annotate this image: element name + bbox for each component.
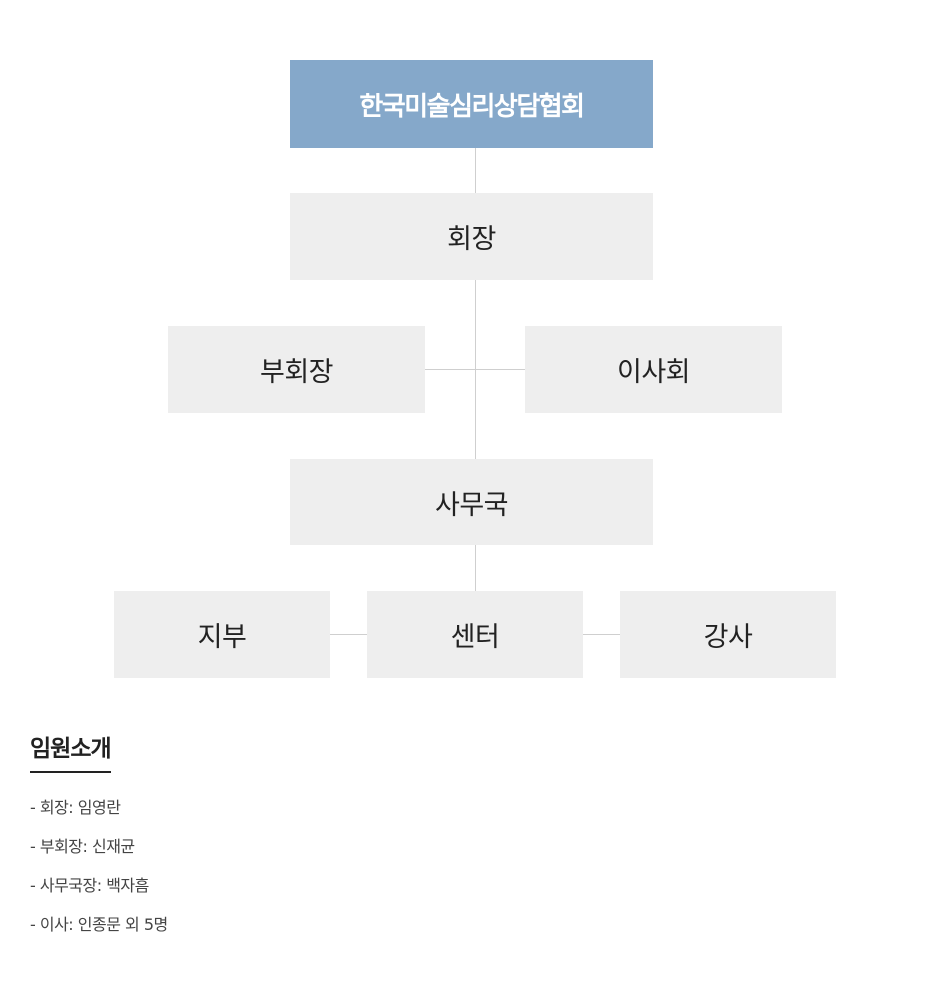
org-board-box: 이사회	[525, 326, 782, 413]
org-president-box: 회장	[290, 193, 653, 280]
connector-center-instructor	[583, 634, 620, 635]
org-root-box: 한국미술심리상담협회	[290, 60, 653, 148]
org-branch-box: 지부	[114, 591, 330, 678]
list-item: - 부회장: 신재균	[30, 837, 135, 856]
list-item: - 이사: 인종문 외 5명	[30, 915, 168, 934]
officers-section-title: 임원소개	[30, 733, 112, 773]
org-instructor-box: 강사	[620, 591, 836, 678]
list-item: - 회장: 임영란	[30, 798, 121, 817]
org-secretariat-box: 사무국	[290, 459, 653, 545]
org-center-box: 센터	[367, 591, 583, 678]
org-vice-president-box: 부회장	[168, 326, 425, 413]
officers-list: - 회장: 임영란 - 부회장: 신재균 - 사무국장: 백자흠 - 이사: 인…	[30, 798, 168, 954]
list-item: - 사무국장: 백자흠	[30, 876, 149, 895]
connector-root-president	[475, 148, 476, 193]
connector-vice-board	[425, 369, 525, 370]
connector-secretariat-center	[475, 545, 476, 591]
connector-branch-center	[330, 634, 367, 635]
